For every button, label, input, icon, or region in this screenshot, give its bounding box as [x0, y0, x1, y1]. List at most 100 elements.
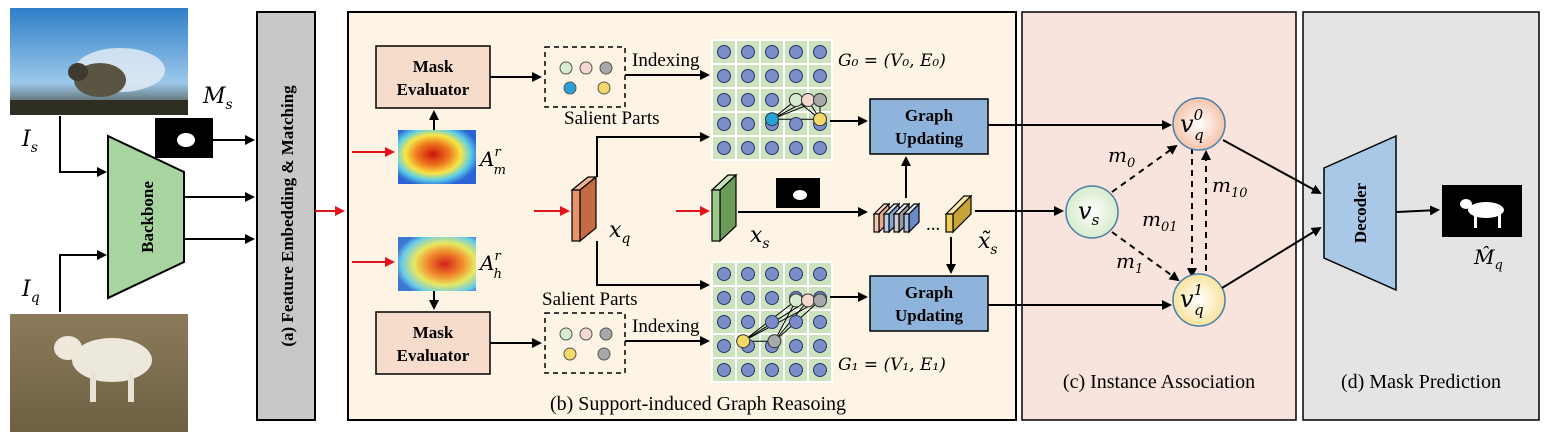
- graph-node: [813, 141, 827, 155]
- svg-text:Salient Parts: Salient Parts: [564, 108, 660, 129]
- heatmap-ah: [398, 237, 476, 291]
- graph-node: [717, 117, 731, 131]
- graph-node: [765, 315, 779, 329]
- graph-node: [717, 267, 731, 281]
- graph-node: [717, 69, 731, 83]
- svg-text:M̂q: M̂q: [1473, 245, 1503, 273]
- svg-text:Decoder: Decoder: [1351, 182, 1370, 243]
- svg-text:G₀ = (V₀, E₀): G₀ = (V₀, E₀): [838, 51, 946, 71]
- graph-node: [789, 45, 803, 59]
- svg-text:m0: m0: [1108, 143, 1135, 171]
- svg-text:Indexing: Indexing: [632, 50, 700, 71]
- support-mask-label: Ms: [202, 84, 233, 113]
- predicted-mask: [1442, 185, 1522, 237]
- graph-node: [741, 117, 755, 131]
- graph-edge: [773, 300, 797, 342]
- salient-node: [765, 112, 779, 127]
- graph-node: [789, 363, 803, 377]
- svg-text:Backbone: Backbone: [138, 181, 157, 253]
- graph-node: [765, 363, 779, 377]
- graph-grid-g1: [711, 261, 833, 383]
- graph-node: [717, 45, 731, 59]
- graph-node: [717, 93, 731, 107]
- graph-node: [765, 141, 779, 155]
- graph-node: [741, 141, 755, 155]
- input-connectors: [59, 116, 255, 312]
- node-vs: vs: [1065, 185, 1119, 239]
- salient-parts-bottom: Salient Parts: [542, 289, 638, 374]
- graph-node: [717, 141, 731, 155]
- svg-text:Updating: Updating: [895, 306, 964, 325]
- salient-parts-top: Salient Parts: [544, 46, 660, 129]
- graph-node: [741, 291, 755, 305]
- salient-node: [789, 293, 803, 308]
- svg-text:(c) Instance Association: (c) Instance Association: [1063, 371, 1255, 393]
- svg-text:Graph: Graph: [905, 106, 954, 125]
- graph-node: [789, 315, 803, 329]
- support-mask: [155, 118, 213, 158]
- xq-to-graphs: [596, 132, 710, 290]
- panel-a: (a) Feature Embedding & Matching: [256, 11, 316, 421]
- svg-text:m10: m10: [1212, 173, 1248, 201]
- svg-text:vs: vs: [1078, 197, 1100, 229]
- graph-node: [765, 69, 779, 83]
- indexing-bottom: Indexing: [625, 316, 710, 346]
- graph-node: [789, 69, 803, 83]
- svg-text:Mask: Mask: [413, 57, 454, 76]
- svg-text:Evaluator: Evaluator: [397, 80, 470, 99]
- graph-node: [789, 339, 803, 353]
- salient-node: [813, 93, 827, 107]
- small-support-mask: [776, 178, 820, 208]
- heatmap-evaluator-arrows: [429, 72, 542, 348]
- svg-text:Iq: Iq: [21, 277, 40, 306]
- svg-text:Ms: Ms: [202, 84, 233, 113]
- graph-node: [741, 69, 755, 83]
- graph-node: [765, 267, 779, 281]
- svg-text:(b) Support-induced Graph Reas: (b) Support-induced Graph Reasoing: [550, 393, 846, 415]
- salient-node: [801, 93, 815, 107]
- graph-grid-g0: [711, 39, 833, 161]
- svg-text:xs: xs: [750, 223, 770, 252]
- svg-text:Mask: Mask: [413, 323, 454, 342]
- mhat-label: M̂q: [1473, 245, 1503, 273]
- svg-text:Salient Parts: Salient Parts: [542, 289, 638, 310]
- graph-node: [741, 267, 755, 281]
- xtilde-s-label: x̃s: [978, 229, 998, 258]
- salient-node: [801, 293, 815, 308]
- xs-feature: xs: [710, 173, 770, 252]
- svg-text:Graph: Graph: [905, 283, 954, 302]
- query-image-label: Iq: [21, 277, 40, 306]
- svg-text:Arh: Arh: [478, 249, 502, 282]
- red-input-arrows: [352, 147, 710, 267]
- graph-node: [765, 45, 779, 59]
- graph-node: [741, 315, 755, 329]
- g0-label: G₀ = (V₀, E₀): [838, 51, 946, 71]
- indexing-top: Indexing: [625, 50, 710, 80]
- graph-updating-bottom: Graph Updating: [869, 275, 989, 332]
- graph-node: [813, 339, 827, 353]
- graph-node: [717, 339, 731, 353]
- graph-node: [813, 69, 827, 83]
- graph-node: [813, 315, 827, 329]
- query-image: [10, 314, 188, 432]
- svg-text:G₁ = (V₁, E₁): G₁ = (V₁, E₁): [838, 355, 946, 375]
- graph-node: [765, 291, 779, 305]
- svg-text:m01: m01: [1142, 207, 1178, 235]
- mask-evaluator-top: Mask Evaluator: [375, 45, 491, 109]
- svg-text:(a) Feature Embedding & Matchi: (a) Feature Embedding & Matching: [278, 85, 297, 347]
- svg-text:Updating: Updating: [895, 129, 964, 148]
- svg-text:xq: xq: [609, 218, 630, 247]
- decoder-block: Decoder: [1323, 134, 1397, 292]
- support-image: [10, 8, 188, 115]
- graph-node: [741, 45, 755, 59]
- salient-node: [813, 293, 827, 308]
- g1-label: G₁ = (V₁, E₁): [838, 355, 946, 375]
- salient-node: [736, 334, 751, 349]
- panel-c-arrows: [1022, 120, 1172, 310]
- backbone-block: Backbone: [107, 134, 185, 300]
- graph-updating-top: Graph Updating: [869, 98, 989, 155]
